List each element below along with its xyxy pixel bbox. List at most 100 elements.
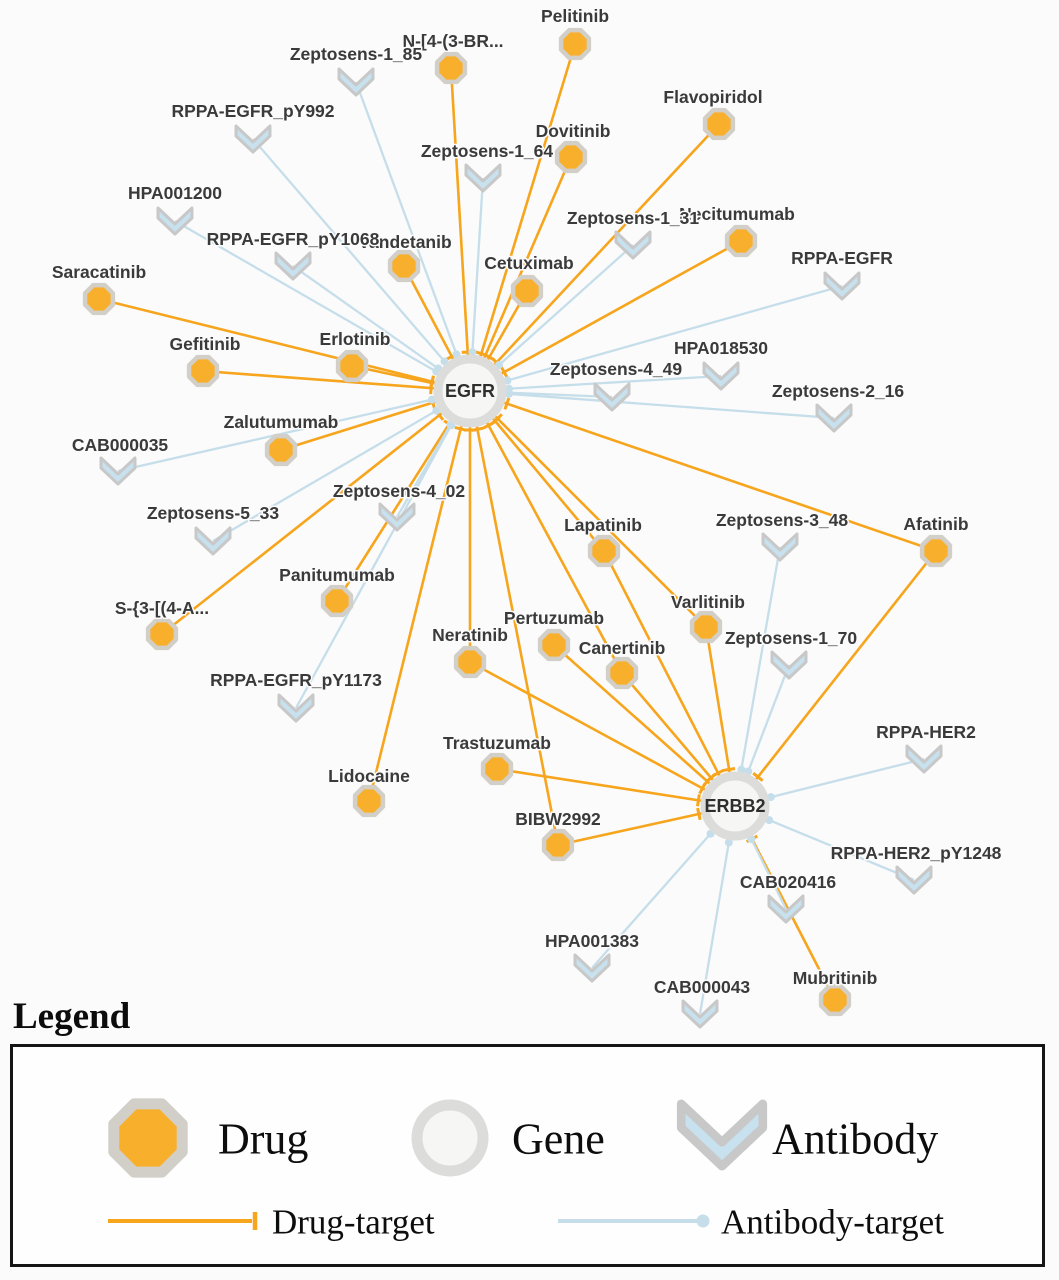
node-label-zeptosens_2_16: Zeptosens-2_16 — [772, 381, 905, 401]
drug-target-edge — [468, 43, 577, 392]
drug-target-edge — [469, 389, 937, 553]
gene-node-label-EGFR: EGFR — [445, 381, 495, 401]
antibody-node-rppa_her2[interactable] — [905, 744, 943, 774]
drug-node-gefitinib[interactable] — [186, 354, 220, 388]
antibody-node-zeptosens_5_33[interactable] — [194, 526, 232, 556]
drug-node-trastuzumab[interactable] — [480, 752, 514, 786]
drug-node-mubritinib[interactable] — [818, 983, 852, 1017]
node-label-afatinib: Afatinib — [903, 514, 968, 534]
antibody-node-zeptosens_2_16[interactable] — [815, 403, 853, 433]
node-label-s3_4a: S-{3-[(4-A... — [115, 598, 209, 618]
antibody-node-hpa001200[interactable] — [156, 206, 194, 236]
drug-target-edge — [468, 390, 624, 674]
node-label-zeptosens_4_49: Zeptosens-4_49 — [550, 359, 683, 379]
antibody-node-cab000043[interactable] — [681, 999, 719, 1029]
node-label-neratinib: Neratinib — [432, 625, 508, 645]
node-label-rppa_her2: RPPA-HER2 — [876, 722, 976, 742]
antibody-node-rppa_egfr_py1068[interactable] — [274, 251, 312, 281]
node-label-rppa_egfr_py992: RPPA-EGFR_pY992 — [171, 101, 334, 121]
node-label-zalutumumab: Zalutumumab — [224, 412, 339, 432]
antibody-node-zeptosens_4_02[interactable] — [378, 502, 416, 532]
tbar-arrowhead-icon — [696, 807, 702, 821]
drug-node-panitumumab[interactable] — [320, 584, 354, 618]
drug-node-n4_3br[interactable] — [434, 51, 468, 85]
drug-node-cetuximab[interactable] — [510, 274, 544, 308]
node-label-lidocaine: Lidocaine — [328, 766, 410, 786]
antibody-node-hpa001383[interactable] — [573, 953, 611, 983]
node-label-n4_3br: N-[4-(3-BR... — [402, 31, 503, 51]
drug-target-edge — [367, 390, 472, 802]
node-label-lapatinib: Lapatinib — [564, 515, 642, 535]
antibody-node-rppa_egfr_py992[interactable] — [234, 124, 272, 154]
drug-target-edge — [161, 389, 471, 636]
drug-node-necitumumab[interactable] — [724, 224, 758, 258]
drug-node-erlotinib[interactable] — [335, 349, 369, 383]
node-label-cab000035: CAB000035 — [72, 435, 169, 455]
node-label-hpa001383: HPA001383 — [545, 931, 639, 951]
node-label-zeptosens_4_02: Zeptosens-4_02 — [333, 481, 466, 501]
drug-target-legend-label: Drug-target — [272, 1203, 435, 1242]
antibody-node-hpa018530[interactable] — [702, 361, 740, 391]
antibody-target-legend-dot — [696, 1214, 710, 1228]
node-label-zeptosens_1_64: Zeptosens-1_64 — [421, 141, 554, 161]
drug-node-afatinib[interactable] — [919, 534, 953, 568]
antibody-target-edge — [294, 390, 472, 709]
antibody-node-zeptosens_1_70[interactable] — [770, 650, 808, 680]
drug-target-edge — [449, 67, 472, 392]
drug-node-canertinib[interactable] — [605, 656, 639, 690]
labels-layer: EGFRERBB2PelitinibN-[4-(3-BR...Flavopiri… — [50, 5, 1003, 999]
tbar-arrowhead-icon — [492, 413, 503, 424]
antibody-node-rppa_her2_py1248[interactable] — [895, 865, 933, 895]
tbar-arrowhead-icon — [503, 397, 511, 410]
node-label-zeptosens_3_48: Zeptosens-3_48 — [716, 510, 849, 530]
drug-node-pertuzumab[interactable] — [537, 628, 571, 662]
antibody-target-edge — [733, 546, 782, 807]
antibody-node-zeptosens_1_64[interactable] — [464, 163, 502, 193]
antibody-node-cab020416[interactable] — [767, 894, 805, 924]
node-label-dovitinib: Dovitinib — [536, 121, 611, 141]
node-label-pertuzumab: Pertuzumab — [504, 608, 604, 628]
drug-node-dovitinib[interactable] — [554, 140, 588, 174]
antibody-node-cab000035[interactable] — [99, 456, 137, 486]
antibody-node-zeptosens_3_48[interactable] — [761, 532, 799, 562]
node-label-zeptosens_1_31: Zeptosens-1_31 — [567, 208, 700, 228]
node-label-zeptosens_1_70: Zeptosens-1_70 — [725, 628, 858, 648]
antibody-node-zeptosens_1_31[interactable] — [614, 230, 652, 260]
drug-node-s3_4a[interactable] — [145, 617, 179, 651]
drug-node-vandetanib[interactable] — [387, 249, 421, 283]
drug-node-zalutumumab[interactable] — [264, 433, 298, 467]
antibody-node-rppa_egfr[interactable] — [823, 271, 861, 301]
node-label-mubritinib: Mubritinib — [793, 968, 878, 988]
gene-node-EGFR[interactable] — [433, 354, 507, 428]
antibody-node-rppa_egfr_py1173[interactable] — [277, 693, 315, 723]
node-label-zeptosens_5_33: Zeptosens-5_33 — [147, 503, 280, 523]
drug-node-bibw2992[interactable] — [541, 828, 575, 862]
drug-target-edge — [602, 550, 737, 807]
drug-node-neratinib[interactable] — [453, 645, 487, 679]
node-label-canertinib: Canertinib — [579, 638, 666, 658]
dot-arrowhead-icon — [468, 348, 477, 357]
drug-node-varlitinib[interactable] — [689, 610, 723, 644]
antibody-node-zeptosens_1_85[interactable] — [337, 67, 375, 97]
legend-title: Legend — [13, 996, 131, 1037]
dot-arrowhead-icon — [503, 376, 512, 385]
drug-node-pelitinib[interactable] — [558, 27, 592, 61]
node-label-cetuximab: Cetuximab — [484, 253, 573, 273]
node-label-hpa018530: HPA018530 — [674, 338, 768, 358]
node-label-cab020416: CAB020416 — [740, 872, 837, 892]
drug-target-edge — [468, 156, 573, 392]
antibody-target-edge — [252, 138, 471, 392]
drug-node-saracatinib[interactable] — [82, 282, 116, 316]
drug-target-edge — [496, 767, 736, 808]
tbar-arrowhead-icon — [482, 421, 495, 430]
gene-node-ERBB2[interactable] — [700, 771, 770, 841]
legend-graphic: Drug Gene Antibody Drug-target Antibody-… — [108, 1098, 944, 1242]
drug-node-flavopiridol[interactable] — [702, 107, 736, 141]
drug-node-lidocaine[interactable] — [352, 784, 386, 818]
antibody-legend-label: Antibody — [772, 1115, 938, 1164]
drug-legend-label: Drug — [218, 1115, 308, 1164]
antibody-node-zeptosens_4_49[interactable] — [593, 382, 631, 412]
drug-node-lapatinib[interactable] — [587, 534, 621, 568]
node-label-trastuzumab: Trastuzumab — [443, 733, 551, 753]
node-label-erlotinib: Erlotinib — [320, 329, 391, 349]
